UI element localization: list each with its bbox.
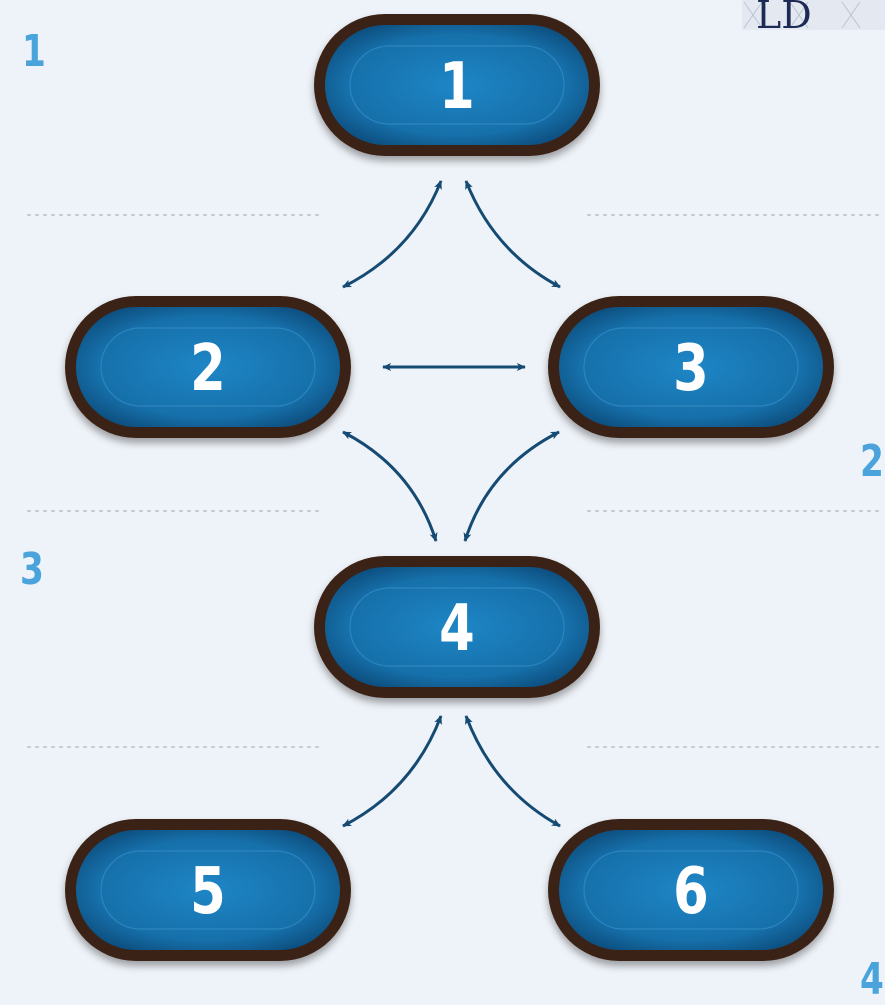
table-5: 5	[65, 819, 351, 961]
arrow-t4-t6	[464, 715, 561, 828]
table-felt	[76, 307, 340, 427]
table-4: 4	[314, 556, 600, 698]
arrow-t1-t2	[342, 180, 443, 289]
logo-text: LD	[756, 0, 812, 30]
table-felt	[559, 830, 823, 950]
table-number: 4	[439, 590, 475, 665]
logo-graphic: LD	[742, 0, 885, 30]
table-betting-line	[583, 850, 799, 930]
arrow-t3-t4	[463, 430, 560, 542]
level-label-1: 1	[22, 26, 46, 77]
table-felt	[325, 25, 589, 145]
table-betting-line	[100, 327, 316, 407]
table-number: 2	[190, 330, 226, 405]
table-1: 1	[314, 14, 600, 156]
table-felt	[559, 307, 823, 427]
table-3: 3	[548, 296, 834, 438]
table-betting-line	[349, 45, 565, 125]
arrow-t1-t3	[464, 180, 561, 289]
level-label-3: 3	[20, 544, 44, 595]
table-6: 6	[548, 819, 834, 961]
table-number: 6	[673, 853, 709, 928]
logo: LD	[742, 0, 885, 30]
table-number: 5	[190, 853, 226, 928]
arrow-t4-t5	[342, 715, 443, 828]
table-betting-line	[583, 327, 799, 407]
table-felt	[325, 567, 589, 687]
table-betting-line	[100, 850, 316, 930]
table-2: 2	[65, 296, 351, 438]
level-label-4: 4	[860, 954, 884, 1005]
table-number: 3	[673, 330, 709, 405]
table-number: 1	[439, 48, 475, 123]
table-felt	[76, 830, 340, 950]
arrow-t2-t4	[342, 430, 438, 542]
table-betting-line	[349, 587, 565, 667]
level-label-2: 2	[860, 436, 884, 487]
